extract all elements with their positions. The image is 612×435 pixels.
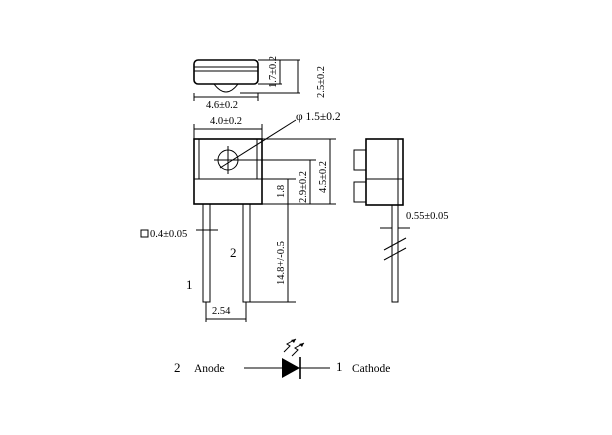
dim-width-outer: 4.6±0.2 (206, 100, 238, 111)
dim-pin-square: 0.4±0.05 (150, 229, 187, 240)
dim-lead-length: 14.8+/-0.5 (276, 241, 287, 285)
square-symbol (140, 229, 149, 238)
light-arrow-head-icon (299, 343, 304, 347)
dim-lens-center-height: 2.9±0.2 (298, 171, 309, 203)
front-view: 4.0±0.2 φ 1.5±0.2 1 2 0.4±0.05 1.8 (140, 111, 341, 322)
side-view-body (365, 138, 404, 206)
break-mark (383, 247, 407, 261)
diode-triangle (282, 358, 300, 378)
lead-pin-2 (242, 203, 251, 303)
dim-pin-pitch: 2.54 (212, 306, 231, 317)
pin-1-label: 1 (186, 277, 193, 292)
lead-pin-1 (202, 203, 211, 303)
light-arrow-icon (291, 342, 305, 357)
front-view-body (193, 138, 263, 205)
dim-width-inner: 4.0±0.2 (210, 116, 242, 127)
dim-top-height-total: 2.5±0.2 (316, 66, 327, 98)
leader-lens-diameter (219, 119, 297, 169)
light-arrow-head-icon (291, 339, 296, 343)
diode-symbol: 2 Anode 1 Cathode (174, 338, 390, 379)
cathode-number: 1 (336, 359, 343, 374)
dim-pin-offset: 1.8 (276, 185, 287, 198)
side-view-lens-lower (353, 181, 366, 203)
anode-number: 2 (174, 360, 181, 375)
dim-lens-diameter: φ 1.5±0.2 (296, 111, 341, 123)
top-view-body (193, 59, 259, 85)
side-view: 0.55±0.05 (353, 138, 449, 303)
dim-top-height-inner: 1.7±0.2 (268, 56, 279, 88)
top-view: 1.7±0.2 2.5±0.2 4.6±0.2 (193, 56, 327, 111)
light-arrow-icon (283, 338, 297, 353)
pin-2-label: 2 (230, 245, 237, 260)
break-mark (383, 237, 407, 251)
side-view-lead (391, 204, 399, 303)
anode-label: Anode (194, 363, 225, 375)
dim-lead-thickness: 0.55±0.05 (406, 211, 449, 222)
top-view-lens (213, 83, 239, 93)
dim-body-height: 4.5±0.2 (318, 161, 329, 193)
cathode-label: Cathode (352, 363, 390, 375)
side-view-lens (353, 149, 366, 171)
